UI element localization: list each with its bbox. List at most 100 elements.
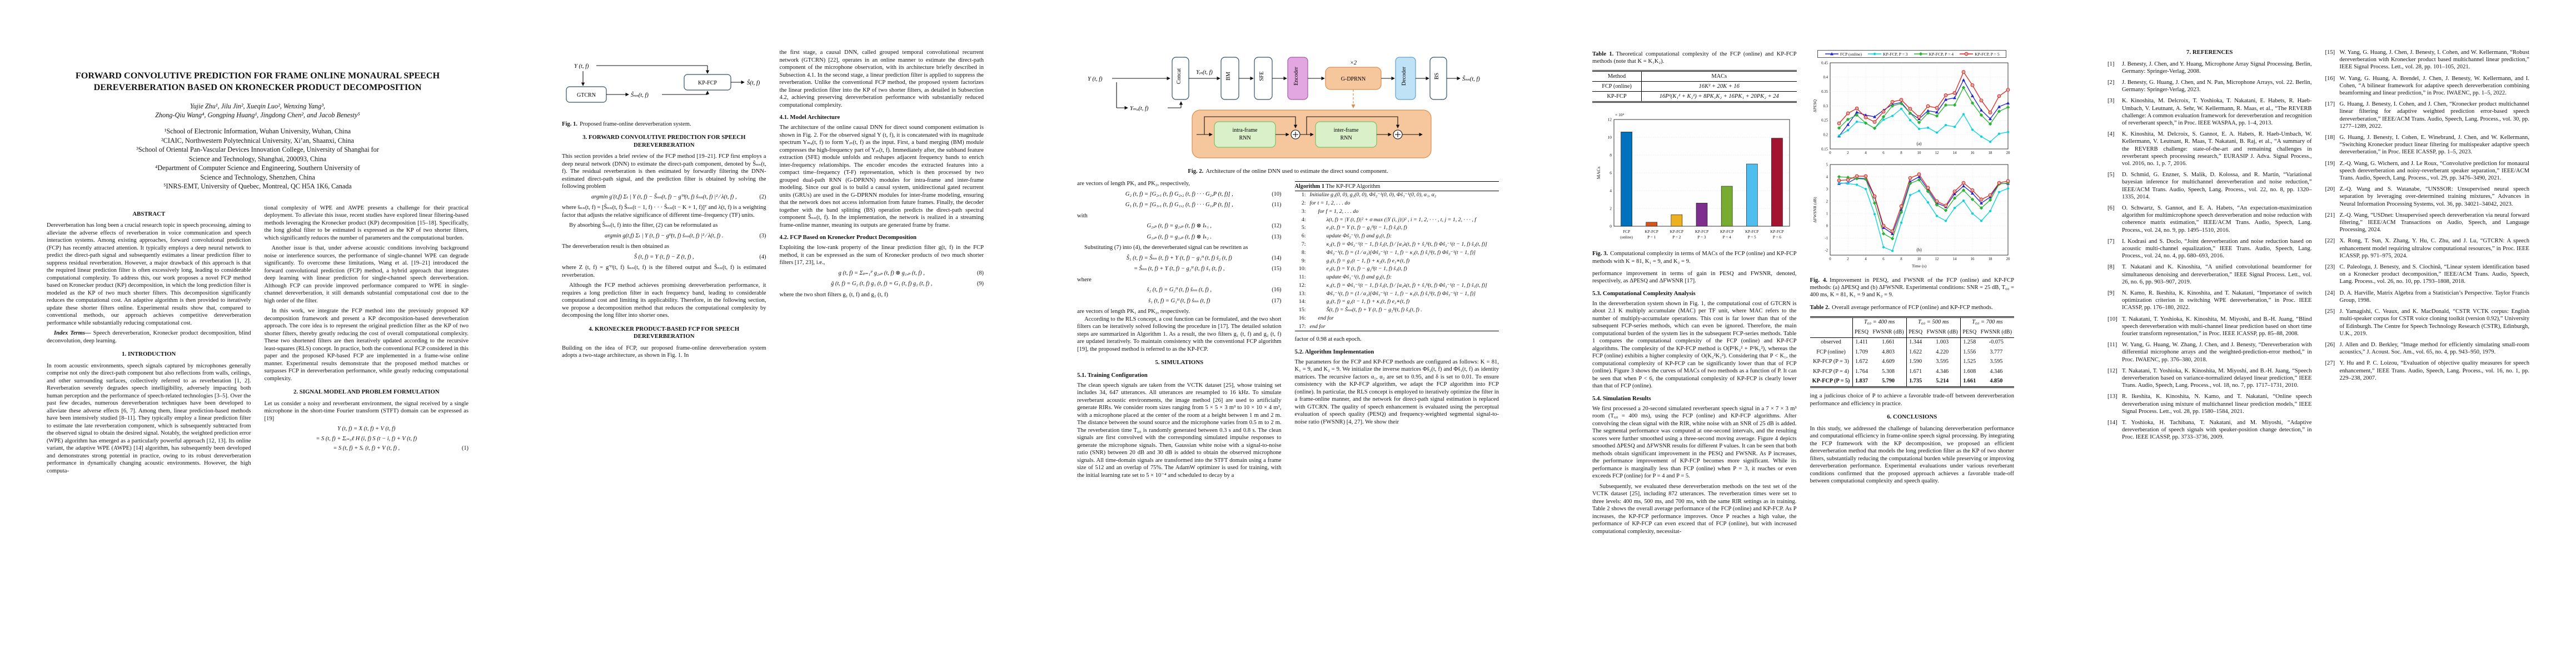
affiliations: ¹School of Electronic Information, Wuhan… xyxy=(47,127,469,191)
reference-item: [17] G. Huang, J. Benesty, I. Cohen, and… xyxy=(2325,101,2530,130)
algorithm-line: 13: Φŝ₁⁻¹(t, f) = (1 ⁄ α₂)[Φŝ₁⁻¹(t − 1, … xyxy=(1298,290,1476,297)
svg-text:12: 12 xyxy=(1607,117,1612,122)
svg-text:3: 3 xyxy=(1826,187,1828,191)
paragraph: The dereverberation result is then obtai… xyxy=(562,243,669,250)
algorithm-line: 5: e₁(t, f) = Y (t, f) − g₁ᴴ(t − 1, f) ŝ… xyxy=(1301,225,1407,231)
legend-item: KP-FCP, P = 5 xyxy=(1959,51,2000,57)
equation-13: G₁,ₚ (t, f) = g₁,ₚ (t, f) ⊗ Iₖ₂ .(13) xyxy=(1147,233,1282,240)
paragraph: with xyxy=(1077,212,1088,219)
paragraph: Building on the idea of FCP, our propose… xyxy=(562,345,766,359)
paragraph: By absorbing Ŝₙₙ(t, f) into the filter, … xyxy=(569,222,718,229)
paragraph: Subsequently, we evaluated these derever… xyxy=(1592,483,1797,535)
paragraph: Substituting (7) into (4), the dereverbe… xyxy=(1084,245,1248,251)
index-terms-label: Index Terms— xyxy=(54,330,91,336)
fig1-gtcrn-box-label: GTCRN xyxy=(577,92,596,98)
algorithm-line: 1: Initialize g₁(0, 0), g₂(0, 0), Φŝ₂⁻¹(… xyxy=(1301,192,1437,198)
fig2-inter-rnn-label: inter-frame xyxy=(1334,127,1359,133)
svg-text:0.35: 0.35 xyxy=(1821,90,1828,94)
fig1-output-label: Ŝ(t, f) xyxy=(747,79,760,86)
page-5: 7. REFERENCES [1] J. Benesty, J. Chen, a… xyxy=(2061,0,2576,667)
paragraph: Although the FCP method achieves promisi… xyxy=(562,282,766,319)
fig2-yma-label: Yₘₐ(t, f) xyxy=(1130,106,1149,112)
reference-item: [15] W. Yang, G. Huang, J. Chen, J. Bene… xyxy=(2325,49,2530,71)
paragraph: performance improvement in terms of gain… xyxy=(1592,270,1797,285)
page-1: FORWARD CONVOLUTIVE PREDICTION FOR FRAME… xyxy=(0,0,515,667)
paragraph: In this study, we addressed the challeng… xyxy=(1810,425,2015,485)
paragraph: are vectors of length PK₁ and PK₂, respe… xyxy=(1077,308,1190,315)
section-54-heading: 5.4. Simulation Results xyxy=(1592,395,1651,402)
paragraph: The clean speech signals are taken from … xyxy=(1077,382,1282,479)
paragraph: Let us consider a noisy and reverberant … xyxy=(264,400,469,422)
abstract-text: Dereverberation has long been a crucial … xyxy=(47,222,251,326)
svg-text:4: 4 xyxy=(1865,151,1867,155)
section-4-heading: 4. KRONECKER PRODUCT-BASED FCP FOR SPEEC… xyxy=(589,325,740,340)
fig2-concat-box-label: Concat xyxy=(1176,68,1182,84)
svg-text:8: 8 xyxy=(1901,257,1903,261)
svg-text:8: 8 xyxy=(1610,153,1612,158)
affiliation-line: ³School of Oriental Pan-Vascular Devices… xyxy=(136,146,379,153)
svg-text:ΔPESQ: ΔPESQ xyxy=(1812,99,1817,112)
paragraph: Exploiting the low-rank property of the … xyxy=(779,245,984,266)
table-row: FCP (online)16K² + 20K + 16 xyxy=(1592,81,1797,92)
reference-item: [2] J. Benesty, G. Huang, J. Chen, and N… xyxy=(2107,79,2312,93)
fig2-sfe-box-label: SFE xyxy=(1259,71,1265,81)
page-4: Table 1.Theoretical computational comple… xyxy=(1546,0,2061,667)
svg-text:0: 0 xyxy=(1826,224,1828,228)
svg-text:20: 20 xyxy=(2006,257,2010,261)
svg-text:4: 4 xyxy=(1610,188,1612,193)
equation-4: Ŝ (t, f) = Y (t, f) − Z (t, f) ,(4) xyxy=(634,253,766,260)
figure-1: Y (t, f) KP-FCP Ŝ(t, f) GTCRN Ŝₙₙ(t, f) xyxy=(562,50,766,118)
section-52-heading: 5.2. Algorithm Implementation xyxy=(1294,348,1374,355)
paragraph: The parameters for the FCP and KP-FCP me… xyxy=(1294,359,1499,425)
fig2-encoder-box-label: Encoder xyxy=(1293,67,1299,86)
svg-text:P = 5: P = 5 xyxy=(1748,235,1756,240)
svg-text:KP-FCP: KP-FCP xyxy=(1695,230,1708,234)
legend-item: FCP (online) xyxy=(1825,51,1862,57)
paragraph: We first processed a 20-second simulated… xyxy=(1592,405,1797,480)
svg-text:8: 8 xyxy=(1901,151,1903,155)
equation-12: G₂,ₚ (t, f) = g₂,ₚ (t, f) ⊗ Iₖ₁ ,(12) xyxy=(1147,223,1282,230)
affiliation-line: ²CIAIC, Northwestern Polytechnical Unive… xyxy=(161,136,354,145)
svg-text:0.45: 0.45 xyxy=(1821,61,1828,65)
reference-item: [7] I. Kodrasi and S. Doclo, “Joint dere… xyxy=(2107,238,2312,260)
equation-11: G₁ (t, f) = [G₁,₁ (t, f) G₁,₂ (t, f) · ·… xyxy=(1125,202,1282,208)
svg-text:10: 10 xyxy=(1917,151,1921,155)
paragraph: where Z (t, f) = g′ᴴ(t, f) ŝₙₙ(t, f) is … xyxy=(562,265,766,278)
equation-14: Ŝ₁ (t, f) = Ŝₙₙ (t, f) + Y (t, f) − g₁ᴴ … xyxy=(1126,255,1282,261)
affiliation-line: Science and Technology, Shenzhen, China xyxy=(200,173,315,181)
reference-item: [20] Z.-Q. Wang and S. Watanabe, “UNSSOR… xyxy=(2325,186,2530,207)
fig2-gdprnn-box-label: G-DPRNN xyxy=(1341,76,1366,82)
authors-line-1: Yujie Zhu¹, Jilu Jin², Xueqin Luo², Wenx… xyxy=(190,102,326,110)
algorithm-line: 14: g₂(t, f) = g₂(t − 1, f) + κ₁(t, f) e… xyxy=(1298,298,1410,305)
fig2-caption: Fig. 2.Architecture of the online DNN us… xyxy=(1188,168,1388,175)
reference-item: [24] D. A. Harville, Matrix Algebra from… xyxy=(2325,290,2530,303)
page-3: Y (t, f) Yₘₐ(t, f) Concat Yᵢₙ(t, f) BM S xyxy=(1030,0,1546,667)
svg-text:2: 2 xyxy=(1610,206,1612,211)
paragraph: The architecture of the online causal DN… xyxy=(779,125,984,228)
algorithm-line: 7: κ₂(t, f) = Φŝ₂⁻¹(t − 1, f) ŝ₂(t, f) ⁄… xyxy=(1301,241,1487,247)
reference-item: [8] T. Nakatani and K. Kinoshita, “A uni… xyxy=(2107,264,2312,285)
fig2-intra-rnn-label: intra-frame xyxy=(1233,127,1258,133)
fig1-snn-label: Ŝₙₙ(t, f) xyxy=(631,92,649,98)
affiliation-line: ⁵INRS-EMT, University of Quebec, Montrea… xyxy=(163,182,352,190)
svg-text:12: 12 xyxy=(1935,257,1939,261)
paragraph: where the two short filters g₁ (t, f) an… xyxy=(779,291,888,298)
fig2-decoder-box-label: Decoder xyxy=(1401,66,1407,86)
fig2-bs-box-label: BS xyxy=(1434,73,1440,79)
algorithm-line: 6: update Φŝ₂⁻¹(t, f) and g₁(t, f): xyxy=(1301,233,1392,240)
equation-line: Y (t, f) = X (t, f) + V (t, f) xyxy=(337,426,396,432)
reference-item: [14] T. Yoshioka, H. Tachibana, T. Nakat… xyxy=(2107,420,2312,441)
figure-2: Y (t, f) Yₘₐ(t, f) Concat Yᵢₙ(t, f) BM S xyxy=(1077,50,1499,175)
svg-text:16: 16 xyxy=(1971,151,1975,155)
algorithm-line: 8: Φŝ₂⁻¹(t, f) = (1 ⁄ α₁)[Φŝ₂⁻¹(t − 1, f… xyxy=(1301,249,1476,256)
equation-8: g (t, f) = Σₚ₌₁ᴾ g₂,ₚ (t, f) ⊗ g₁,ₚ (t, … xyxy=(838,270,984,276)
svg-text:FCP: FCP xyxy=(1623,230,1630,234)
reference-item: [4] K. Kinoshita, M. Delcroix, S. Gannot… xyxy=(2107,131,2312,167)
paragraph: ing a judicious choice of P to achieve a… xyxy=(1810,393,2015,407)
